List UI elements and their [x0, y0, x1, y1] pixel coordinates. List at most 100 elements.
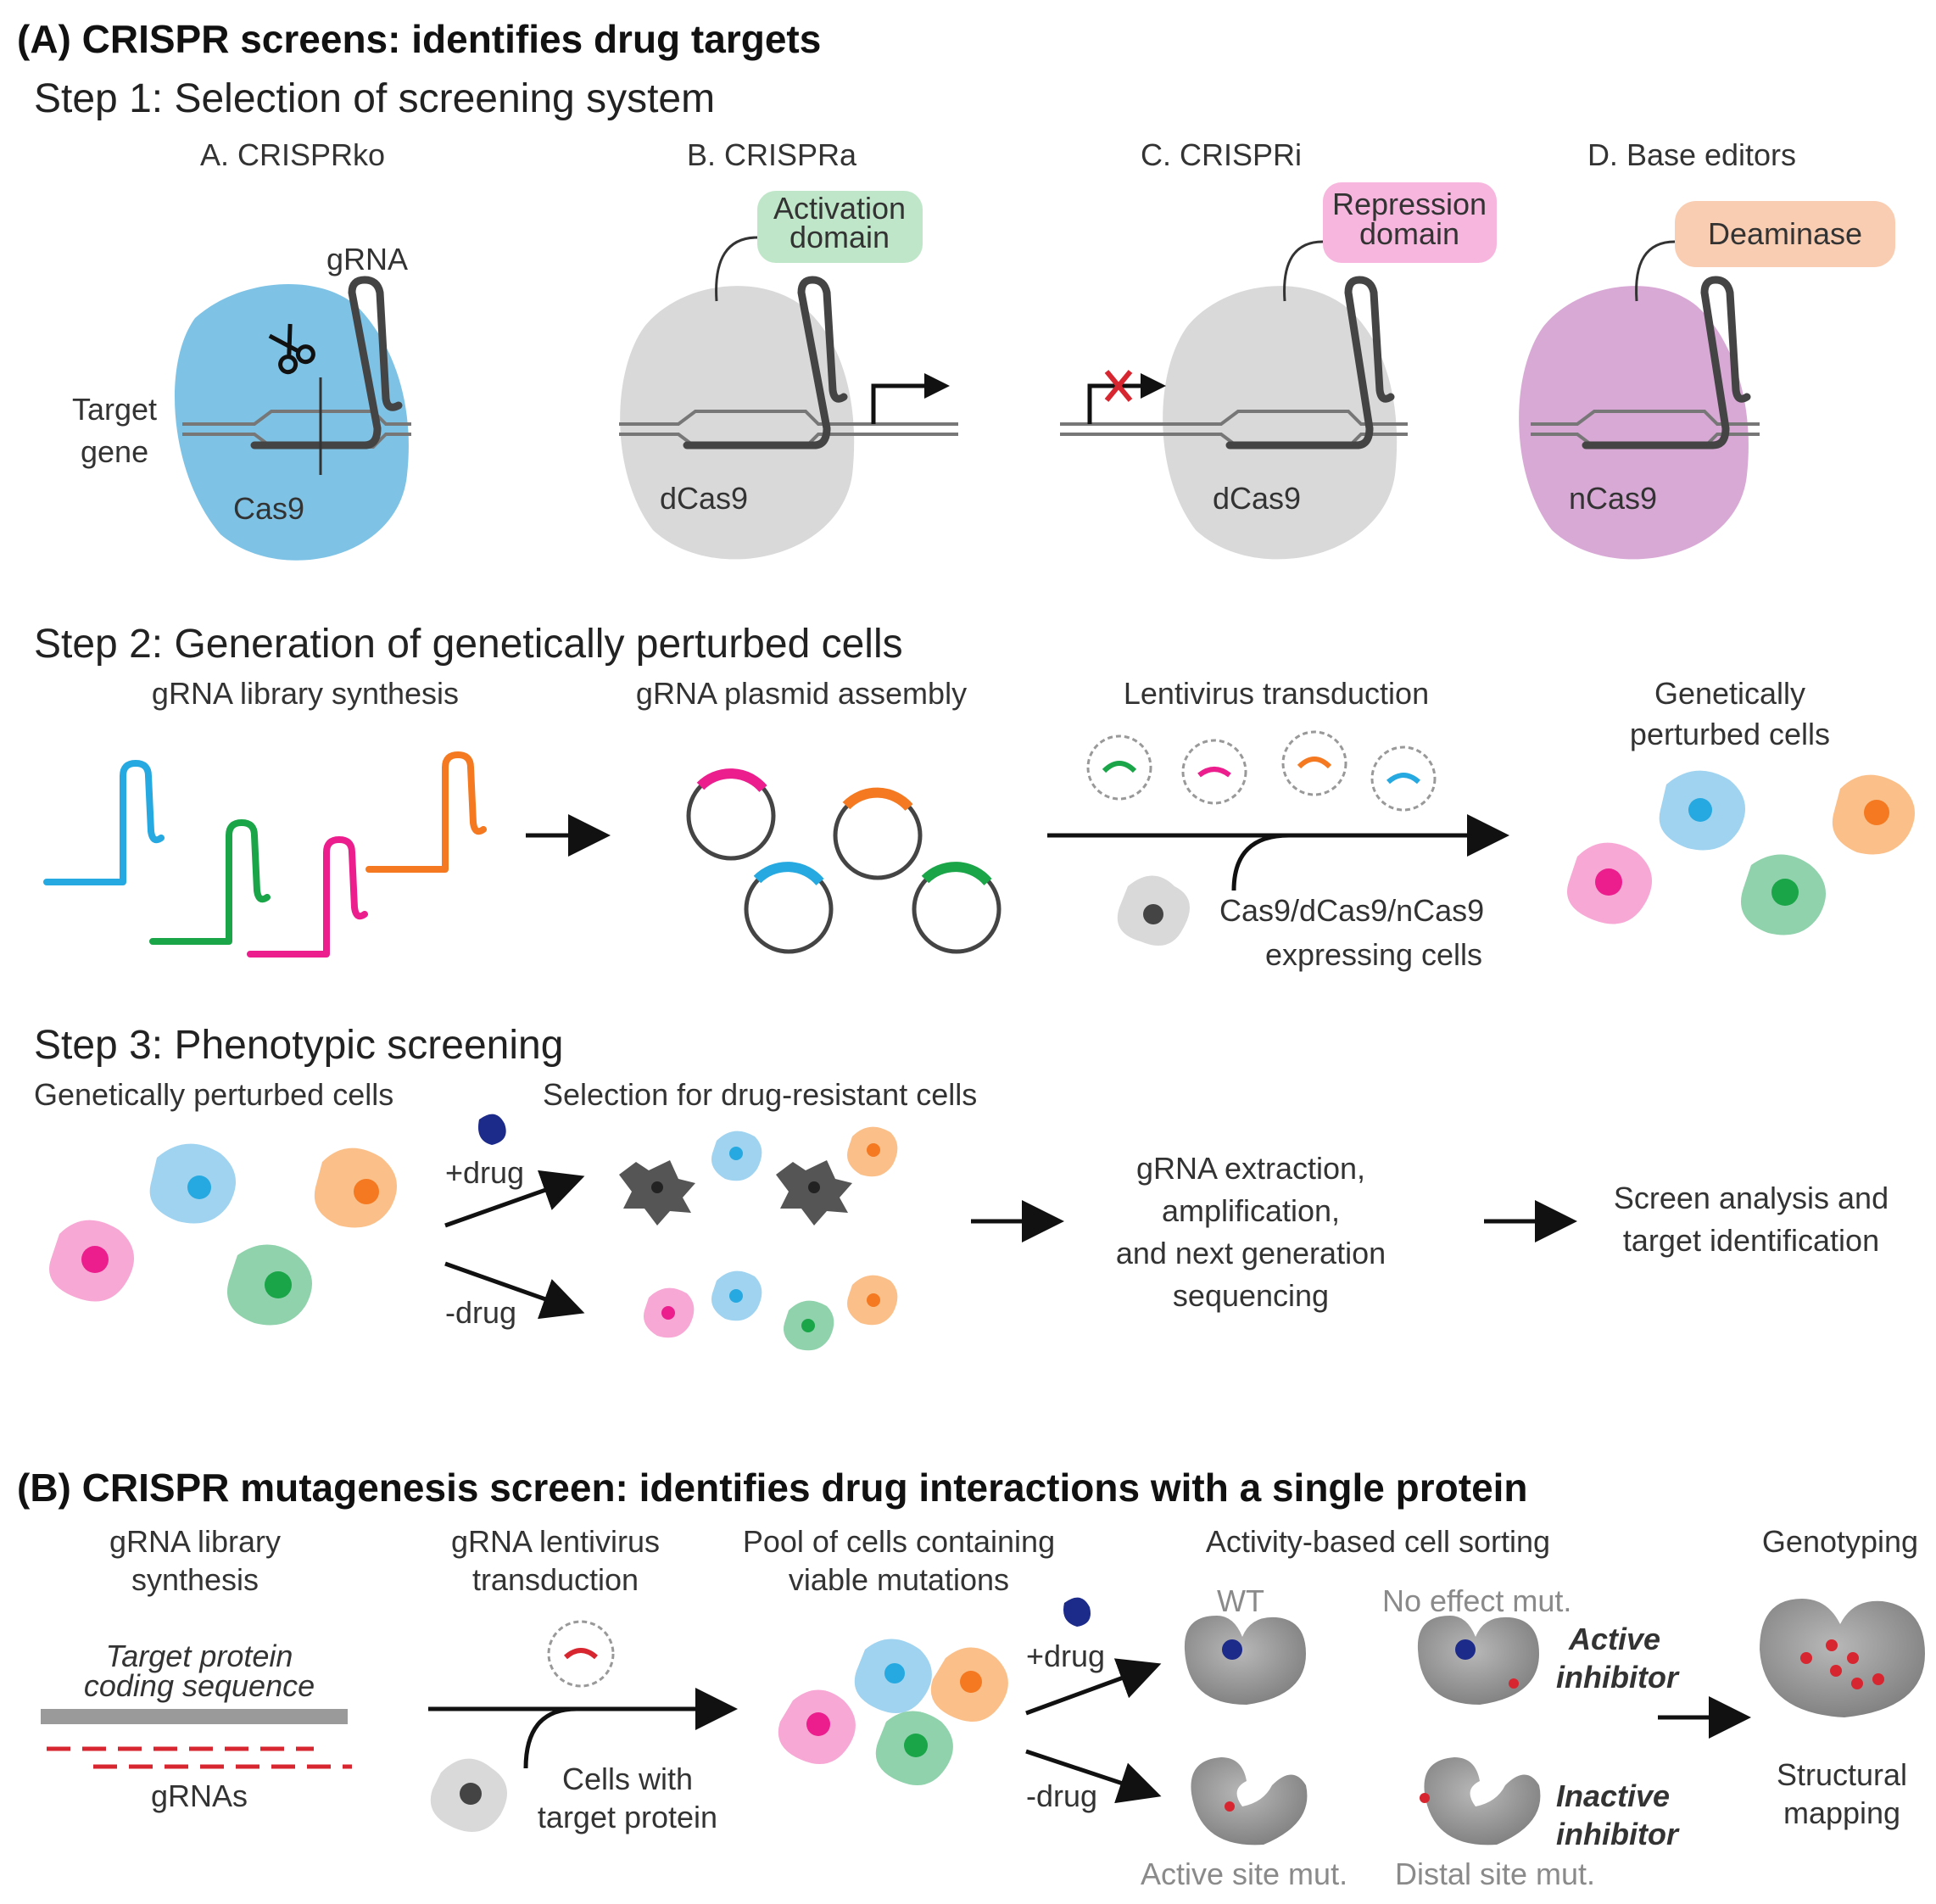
step1-title: Step 1: Selection of screening system [34, 76, 715, 121]
cells-label-2: expressing cells [1265, 937, 1482, 972]
dcas9-protein [1163, 286, 1398, 560]
system-crisprko: A. CRISPRko gRNA Target gene Cas9 [72, 137, 411, 561]
distal-site-label: Distal site mut. [1395, 1857, 1595, 1891]
no-effect-label: No effect mut. [1382, 1583, 1571, 1618]
dcas9-protein [620, 286, 855, 560]
structural-enzyme [1760, 1599, 1925, 1717]
cells-with-label: Cells with [562, 1762, 693, 1796]
target-protein-label: target protein [538, 1800, 717, 1834]
inactive-label: Inactive [1556, 1778, 1670, 1813]
linker [1635, 240, 1676, 302]
step3-title: Step 3: Phenotypic screening [34, 1023, 563, 1068]
target-seq-1: Target protein [106, 1639, 293, 1673]
system-crispri: C. CRISPRi Repression domain dCas9 [1060, 137, 1497, 560]
stage-genotyping: Genotyping [1762, 1524, 1918, 1559]
plus-drug-arrow-b [1025, 1658, 1162, 1716]
cas9-expressing-cell [1117, 875, 1190, 946]
repression-domain-label: domain [1359, 216, 1459, 251]
cas9-label: Cas9 [233, 491, 304, 526]
system-base-editors: D. Base editors Deaminase nCas9 [1519, 137, 1895, 560]
drug-molecule-icon [478, 1114, 506, 1145]
cells-label-1: Cas9/dCas9/nCas9 [1219, 893, 1484, 928]
analysis-line-1: Screen analysis and [1614, 1181, 1889, 1215]
stage-transduction-1: gRNA lentivirus [451, 1524, 660, 1559]
drug-selected-cells [619, 1126, 898, 1226]
linker [715, 236, 758, 302]
lentivirus-b [547, 1620, 615, 1688]
no-drug-cells [644, 1270, 898, 1351]
result-label-1: Genetically [1654, 676, 1805, 711]
plasmids [686, 768, 1001, 954]
stage-pool-2: viable mutations [789, 1562, 1009, 1597]
wt-label: WT [1217, 1583, 1264, 1618]
minus-drug-arrow-b [1025, 1749, 1162, 1804]
grna-strand [683, 276, 848, 449]
cell-join-curve [1231, 833, 1290, 891]
inactive-inhibitor-label: inhibitor [1556, 1817, 1680, 1851]
step3-cells [49, 1143, 397, 1326]
deaminase-box [1675, 201, 1895, 267]
grna-cyan [43, 760, 165, 885]
dcas9-label: dCas9 [1213, 481, 1301, 516]
grna-strand [1582, 276, 1751, 449]
extraction-line-2: amplification, [1162, 1193, 1340, 1228]
active-site-enzyme [1191, 1757, 1308, 1845]
stage-pool-1: Pool of cells containing [743, 1524, 1055, 1559]
minus-drug-arrow [444, 1261, 585, 1320]
panel-b-title: (B) CRISPR mutagenesis screen: identifie… [17, 1466, 1528, 1510]
distal-site-enzyme [1420, 1757, 1541, 1845]
grna-label: gRNA [326, 242, 408, 276]
target-label: Target [72, 392, 157, 427]
stage-library-synthesis: gRNA library synthesis [152, 676, 459, 711]
perturbed-cells [1567, 770, 1915, 935]
active-label: Active [1568, 1622, 1660, 1656]
extraction-line-3: and next generation [1116, 1236, 1386, 1270]
grnas-label: gRNAs [151, 1778, 248, 1813]
active-inhibitor-label: inhibitor [1556, 1660, 1680, 1695]
grna-dashes [47, 1746, 352, 1769]
wt-enzyme [1184, 1616, 1306, 1705]
grna-strand [1225, 276, 1395, 449]
plus-drug-arrow [444, 1170, 585, 1228]
extraction-line-4: sequencing [1173, 1278, 1329, 1313]
pool-cells [778, 1639, 1008, 1785]
cell-join-curve-b [523, 1706, 577, 1769]
cas9-protein [175, 283, 409, 561]
drug-molecule-icon-b [1063, 1597, 1091, 1627]
transcription-arrow [871, 373, 950, 424]
blocked-transcription-arrow [1087, 373, 1166, 424]
grna-orange [365, 751, 487, 873]
repression-label: Repression [1332, 187, 1487, 221]
block-x-icon [1104, 370, 1133, 402]
ncas9-label: nCas9 [1569, 481, 1657, 516]
plus-drug-label: +drug [445, 1155, 524, 1190]
linker [1283, 240, 1324, 302]
minus-drug-label-b: -drug [1026, 1778, 1097, 1813]
grna-strand [250, 276, 403, 449]
step2-title: Step 2: Generation of genetically pertur… [34, 622, 903, 667]
mapping-label: mapping [1783, 1795, 1900, 1830]
step3-left-label: Genetically perturbed cells [34, 1077, 393, 1112]
grna-library [43, 751, 487, 958]
stage-synthesis-2: synthesis [131, 1562, 259, 1597]
stage-lentivirus: Lentivirus transduction [1124, 676, 1429, 711]
result-label-2: perturbed cells [1630, 717, 1830, 751]
stage-sorting: Activity-based cell sorting [1206, 1524, 1550, 1559]
panel-a-title: (A) CRISPR screens: identifies drug targ… [17, 17, 821, 61]
activation-label: Activation [773, 191, 906, 226]
grna-green [149, 819, 271, 945]
dcas9-label: dCas9 [660, 481, 748, 516]
target-seq-2: coding sequence [84, 1668, 315, 1703]
activation-domain-label: domain [789, 220, 890, 254]
analysis-line-2: target identification [1623, 1223, 1879, 1258]
selection-label: Selection for drug-resistant cells [543, 1077, 977, 1112]
stage-synthesis-1: gRNA library [109, 1524, 281, 1559]
extraction-line-1: gRNA extraction, [1136, 1151, 1365, 1186]
system-b-label: B. CRISPRa [687, 137, 857, 172]
active-site-label: Active site mut. [1141, 1857, 1347, 1891]
scissors-icon [268, 323, 315, 375]
lentiviruses [1086, 730, 1437, 812]
no-effect-enzyme [1417, 1616, 1539, 1705]
stage-transduction-2: transduction [472, 1562, 639, 1597]
